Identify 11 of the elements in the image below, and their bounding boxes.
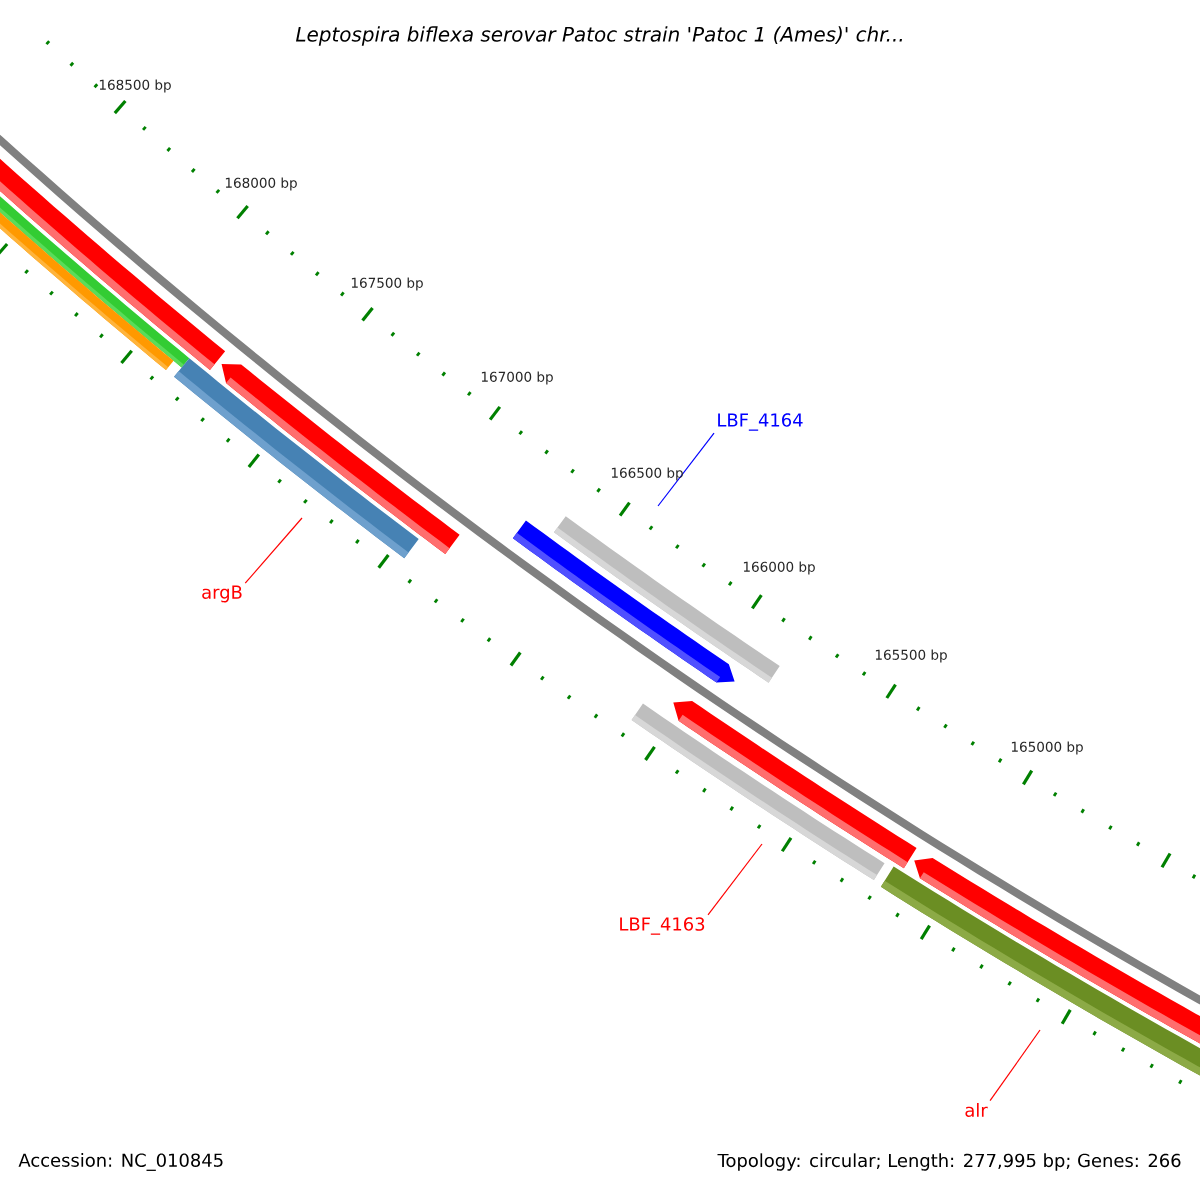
genome-info-text: Topology: circular; Length: 277,995 bp; Genes: 266	[717, 1153, 1181, 1171]
gene-label: argB	[202, 585, 242, 603]
accession-text: Accession: NC_010845	[18, 1153, 223, 1171]
leader-line	[989, 1029, 1041, 1102]
leader-line	[657, 432, 715, 507]
leader-line	[707, 843, 763, 916]
gene-label: LBF_4163	[620, 917, 705, 935]
title: Leptospira biflexa serovar Patoc strain 'Patoc 1 (Ames)' chr...	[296, 26, 902, 46]
gene-label: alr	[965, 1103, 988, 1117]
leader-line	[244, 517, 303, 584]
gene-label: LBF_4164	[718, 413, 803, 431]
